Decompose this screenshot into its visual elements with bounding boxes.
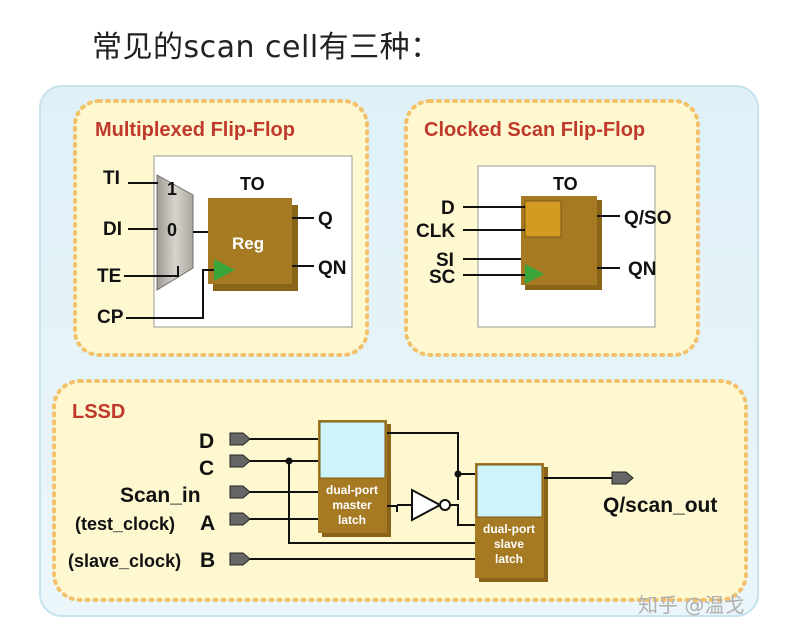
di-label: DI: [103, 219, 122, 240]
lssd-border: [52, 379, 748, 602]
scan-out-label: Q/scan_out: [603, 494, 717, 517]
inverter-out-wire: [450, 504, 476, 526]
slave-line1: dual-port: [483, 522, 535, 536]
c-junction-dot: [285, 457, 293, 465]
test-clock-label: (test_clock): [75, 514, 175, 534]
slave-line2: slave: [494, 537, 524, 551]
lssd-a-label: A: [200, 512, 215, 535]
clk-label: CLK: [416, 221, 455, 242]
clocked-ff-to-label: TO: [553, 174, 578, 194]
a-port-arrow: [229, 512, 251, 526]
page-title: 常见的scan cell有三种：: [92, 30, 441, 65]
master-line1: dual-port: [326, 483, 378, 497]
scan-out-port-arrow: [611, 471, 634, 485]
clocked-reg-inner: [524, 200, 562, 238]
scan-in-port-arrow: [229, 485, 251, 499]
mux-ff-title: Multiplexed Flip-Flop: [95, 119, 295, 141]
lssd-panel: LSSD D C Scan_in (test_clock) A (slave_c…: [52, 379, 748, 602]
master-latch-window: [319, 421, 386, 479]
sc-label: SC: [429, 267, 456, 288]
clocked-qn-label: QN: [628, 259, 657, 280]
scan-in-label: Scan_in: [120, 484, 201, 507]
ti-label: TI: [103, 168, 120, 189]
inverter-bubble: [439, 499, 451, 511]
mux-ff-panel: Multiplexed Flip-Flop TO 1 0 Reg TI DI T…: [73, 99, 369, 357]
slave-clock-label: (slave_clock): [68, 551, 181, 571]
reg-label: Reg: [232, 234, 264, 253]
master-line3: latch: [338, 513, 366, 527]
mux-shape: [156, 174, 194, 291]
b-port-arrow: [229, 552, 251, 566]
c-branch-wire: [288, 461, 476, 544]
lssd-title: LSSD: [72, 401, 125, 423]
master-out-wire: [387, 432, 476, 475]
d-port-arrow: [229, 432, 251, 446]
clocked-ff-title: Clocked Scan Flip-Flop: [424, 119, 645, 141]
mux-in0-label: 0: [167, 220, 177, 240]
qn-label: QN: [318, 258, 347, 279]
mux-ff-clock-triangle: [214, 259, 235, 281]
clocked-ff-panel: Clocked Scan Flip-Flop TO D CLK SI SC Q/…: [404, 99, 700, 357]
lssd-b-label: B: [200, 549, 215, 572]
cp-wire: [126, 269, 214, 319]
slave-line3: latch: [495, 552, 523, 566]
q-so-label: Q/SO: [624, 208, 672, 229]
te-wire: [124, 266, 179, 277]
d-label: D: [441, 198, 455, 219]
q-label: Q: [318, 209, 333, 230]
si-label: SI: [436, 250, 454, 271]
slave-latch-window: [476, 464, 543, 518]
c-port-arrow: [229, 454, 251, 468]
clocked-ff-clock-triangle: [525, 264, 544, 284]
watermark: 知乎 @温戈: [638, 593, 744, 617]
cp-label: CP: [97, 307, 124, 328]
mux-in1-label: 1: [167, 179, 177, 199]
lssd-d-label: D: [199, 430, 214, 453]
master-line2: master: [332, 498, 372, 512]
te-label: TE: [97, 266, 121, 287]
lssd-c-label: C: [199, 457, 214, 480]
mux-ff-to-label: TO: [240, 174, 265, 194]
